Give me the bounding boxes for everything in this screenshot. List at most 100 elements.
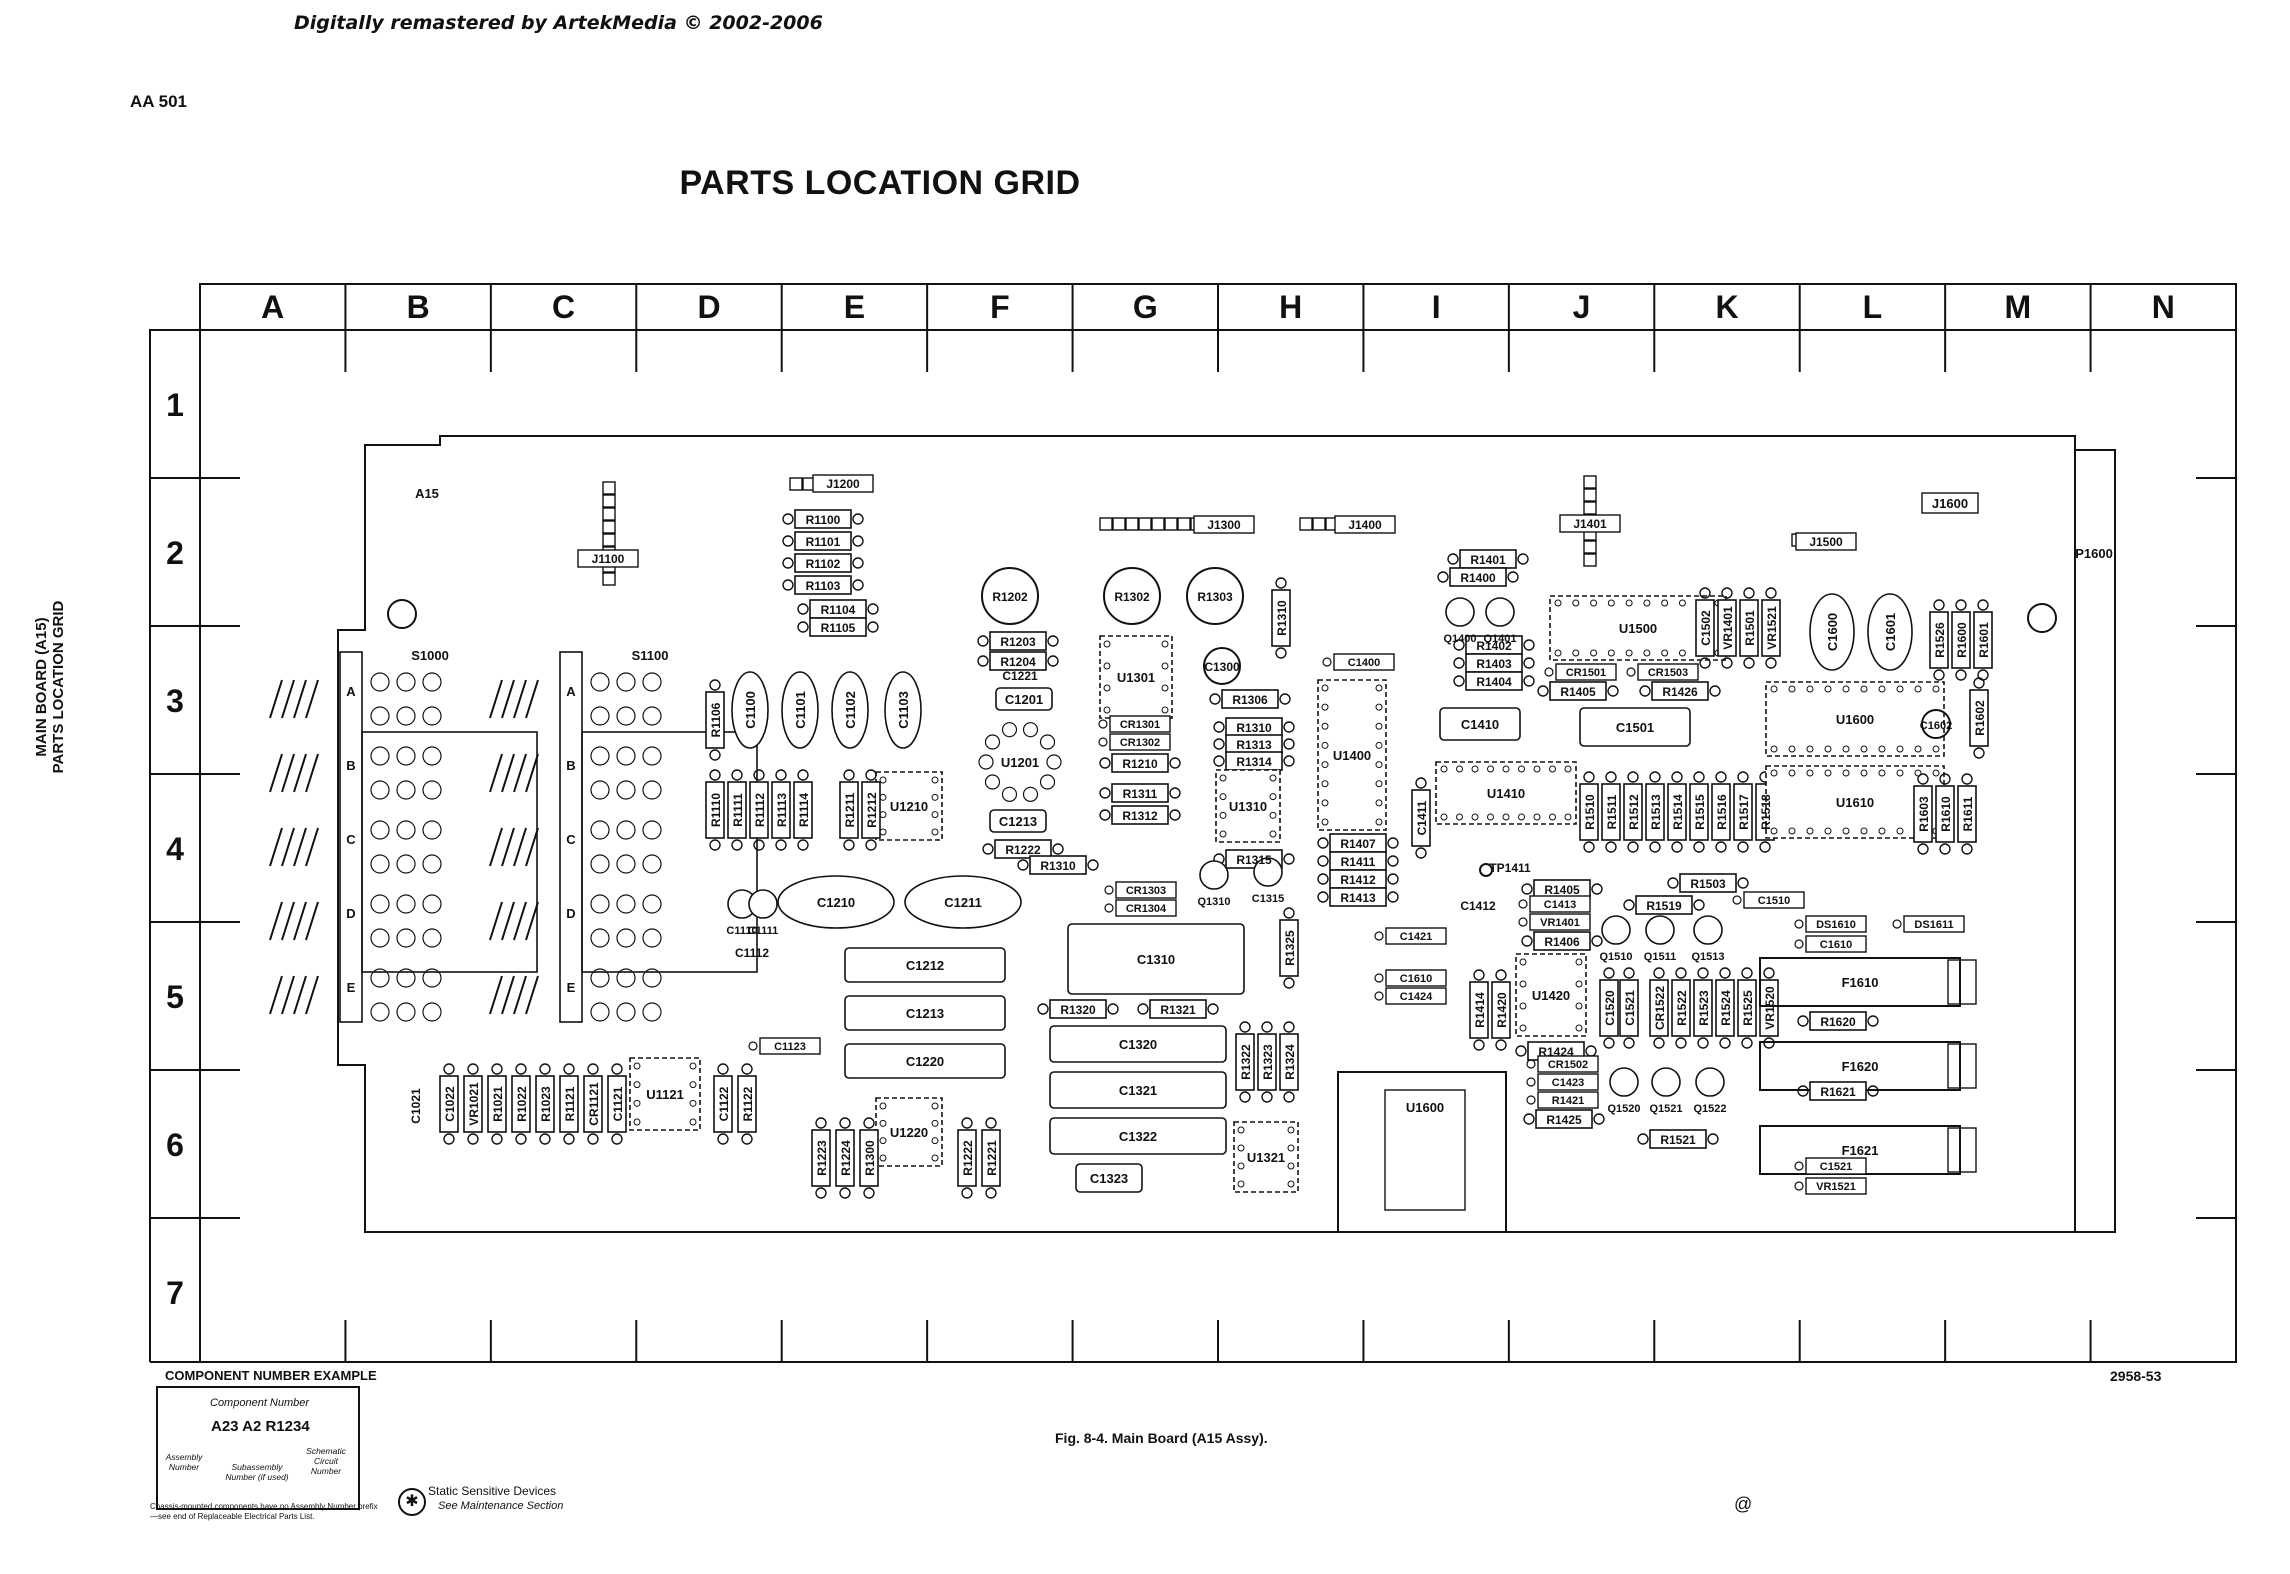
switch-s1100-row-b: B: [566, 758, 575, 773]
part-r1121-body: [559, 1075, 579, 1133]
resistor-r1105-lead: [867, 621, 879, 633]
resistor-r1303-lead: [1283, 721, 1295, 733]
part-r1524-label: R1524: [1719, 990, 1733, 1026]
connector-j1200-label: J1200: [826, 477, 860, 491]
resistor-r1310-body: [1029, 855, 1087, 875]
ic-u1301-pin: [1103, 640, 1111, 648]
resistor-r1211-body: [839, 781, 859, 839]
switch-s1100-label: S1100: [632, 648, 669, 663]
resistor-r1325-label: R1325: [1283, 930, 1297, 966]
part-cr1522-lead: [1653, 1037, 1665, 1049]
ic-u1301-pin: [1161, 706, 1169, 714]
ic-u1410-pin: [1502, 765, 1510, 773]
ic-u1500-label: U1500: [1619, 621, 1657, 636]
resistor-r1103-label: R1103: [806, 579, 841, 593]
capacitor-c1201-label: C1201: [1005, 692, 1043, 707]
part-vr1021-body: [463, 1075, 483, 1133]
resistor-r1114-body: [793, 781, 813, 839]
switch-s1100-contact: [616, 854, 636, 874]
ic-u1500-pin: [1678, 649, 1686, 657]
diode-cr1420-body: [1537, 1055, 1599, 1073]
connector-j1300-pin: [1138, 517, 1152, 531]
resistor-r1102-body: [794, 553, 852, 573]
ic-u1201-pin: [1046, 754, 1062, 770]
resistor-r1501-body: [1739, 599, 1759, 657]
ic-u1321-pin: [1237, 1144, 1245, 1152]
capacitor-c1610-body: [1805, 935, 1867, 953]
switch-s1000-contact: [396, 780, 416, 800]
ic-u1201-pin: [1001, 722, 1018, 738]
stray-mark: @: [1734, 1494, 1753, 1514]
part-r1022-lead: [515, 1063, 527, 1075]
resistor-r1501-body: [1651, 681, 1709, 701]
capacitor-c1315-body: [1253, 857, 1283, 887]
resistor-r1401-lead: [1447, 553, 1459, 565]
switch-s1100-spring: [489, 753, 503, 793]
switch-s1100-contact: [590, 894, 610, 914]
ic-u1420-pin: [1575, 980, 1583, 988]
ic-u1410-pin: [1518, 765, 1525, 773]
part-r1021-lead: [491, 1063, 503, 1075]
switch-s1100-contact: [642, 820, 662, 840]
resistor-r1221-body: [981, 1129, 1001, 1187]
resistor-r1310-lead: [1087, 859, 1099, 871]
switch-s1000-spring: [305, 679, 319, 719]
ic-u1600-pin: [1842, 745, 1850, 753]
resistor-r1321-lead: [1207, 1003, 1219, 1015]
column-label-a: A: [261, 289, 284, 325]
part-r1523-label: R1523: [1697, 990, 1711, 1026]
ic-u1410-pin: [1564, 813, 1572, 821]
resistor-r1302-body: [1221, 689, 1279, 709]
resistor-r1424-lead: [1526, 1095, 1536, 1105]
resistor-r1517-lead: [1737, 841, 1749, 853]
ic-u1410-pin: [1549, 813, 1556, 821]
resistor-r1321-body: [1149, 999, 1207, 1019]
capacitor-c1502-label: C1502: [1699, 610, 1713, 646]
resistor-r1204-body: [1111, 753, 1169, 773]
ic-u1600-pin: [1806, 745, 1814, 753]
resistor-r1413-label: R1412: [1340, 873, 1376, 887]
ic-u1600-pin: [1878, 685, 1886, 693]
switch-s1000-contact: [422, 928, 442, 948]
switch-s1000-contact: [422, 706, 442, 726]
part-r1021-label: R1021: [491, 1086, 505, 1122]
resistor-r1600-lead: [1955, 599, 1967, 611]
resistor-r1611-label: R1611: [1961, 796, 1975, 831]
resistor-r1513-label: R1513: [1649, 794, 1663, 830]
capacitor-c1411-body: [1411, 789, 1431, 847]
switch-s1000-spring: [293, 975, 307, 1015]
row-label-7: 7: [166, 1275, 184, 1311]
resistor-r1512-label: R1512: [1627, 794, 1641, 830]
resistor-r1104-label: R1104: [821, 603, 856, 617]
ic-u1321-pin: [1287, 1126, 1295, 1134]
connector-j1400-pin: [1312, 517, 1326, 531]
resistor-r1501-label: R1501: [1743, 610, 1757, 646]
part-c1122-lead: [717, 1063, 729, 1075]
capacitor-c1212-label: C1212: [906, 958, 944, 973]
ic-u1210-body: [875, 771, 943, 841]
switch-s1100-contact: [590, 706, 610, 726]
capacitor-c1520-v-lead: [1603, 967, 1615, 979]
resistor-r1426-body: [1535, 1109, 1593, 1129]
resistor-r1621-body: [1809, 1081, 1867, 1101]
resistor-r1221-lead: [985, 1187, 997, 1199]
part-vr1021-lead: [467, 1063, 479, 1075]
mounting-hole-left: [387, 599, 417, 629]
capacitor-c1502-body: [1695, 599, 1715, 657]
capacitor-c1521-label: C1521: [1820, 1161, 1852, 1173]
ic-u1410-pin: [1456, 765, 1463, 773]
ic-u1600-pin: [1788, 745, 1796, 753]
switch-s1000-row-d: D: [346, 906, 355, 921]
resistor-r1603-lead: [1973, 747, 1985, 759]
capacitor-c1301-body: [1203, 647, 1241, 685]
resistor-r1224-lead: [839, 1117, 851, 1129]
resistor-r1211-label: R1211: [843, 792, 857, 827]
resistor-r1212-body: [994, 839, 1052, 859]
ic-u1610-pin: [1806, 769, 1814, 777]
switch-s1000-contact: [396, 854, 416, 874]
part-r1523-lead: [1697, 1037, 1709, 1049]
column-label-n: N: [2152, 289, 2175, 325]
resistor-r1113-body: [771, 781, 791, 839]
switch-s1000-row-b: B: [346, 758, 355, 773]
ic-u1610-pin: [1770, 769, 1778, 777]
